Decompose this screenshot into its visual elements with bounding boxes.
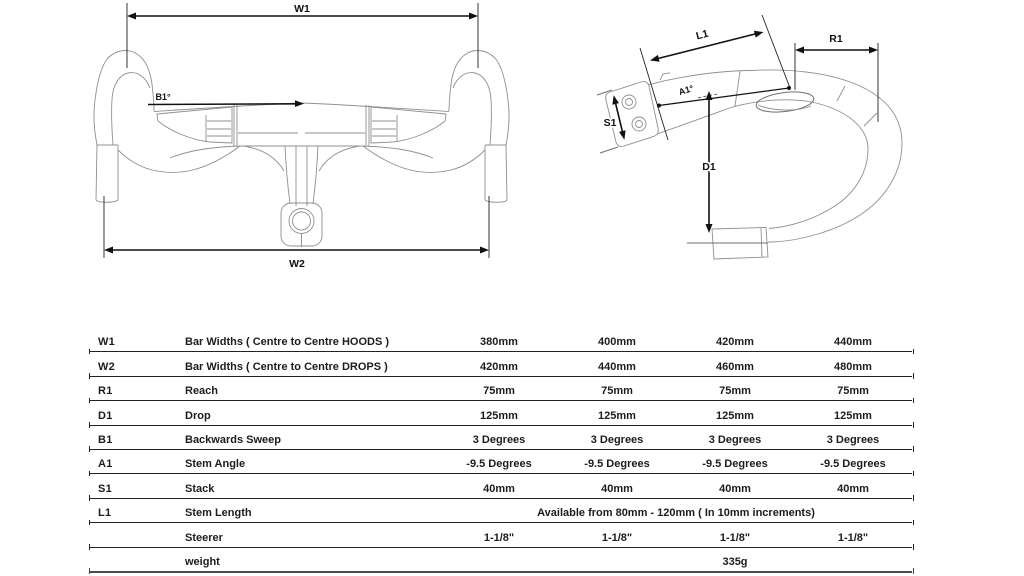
spec-row-steerer: Steerer 1-1/8" 1-1/8" 1-1/8" 1-1/8" xyxy=(89,523,914,550)
spec-value: 3 Degrees xyxy=(826,433,880,446)
spec-code: W1 xyxy=(98,336,116,349)
a1-dim-label: A1° xyxy=(677,83,695,97)
spec-value: 75mm xyxy=(719,385,751,398)
spec-table: W1 Bar Widths ( Centre to Centre HOODS )… xyxy=(89,328,914,575)
front-view-diagram: W1 B1° W2 xyxy=(93,3,510,270)
spec-value: 480mm xyxy=(834,360,872,373)
spec-row-a1: A1 Stem Angle -9.5 Degrees -9.5 Degrees … xyxy=(89,450,914,477)
spec-value: 420mm xyxy=(716,336,754,349)
spec-value: 440mm xyxy=(834,336,872,349)
stem-steerer-clamp xyxy=(280,145,323,247)
spec-label: Steerer xyxy=(185,531,223,544)
spec-row-d1: D1 Drop 125mm 125mm 125mm 125mm xyxy=(89,401,914,428)
spec-value: 460mm xyxy=(716,360,754,373)
spec-row-w2: W2 Bar Widths ( Centre to Centre DROPS )… xyxy=(89,352,914,380)
spec-row-l1: L1 Stem Length Available from 80mm - 120… xyxy=(89,499,914,526)
spec-value-span: Available from 80mm - 120mm ( In 10mm in… xyxy=(537,507,815,520)
r1-dimension: R1 xyxy=(794,33,879,122)
spec-code xyxy=(90,568,185,571)
spec-row-w1: W1 Bar Widths ( Centre to Centre HOODS )… xyxy=(89,328,914,355)
spec-value: -9.5 Degrees xyxy=(820,458,886,471)
spec-value: 40mm xyxy=(837,482,869,495)
spec-value: 3 Degrees xyxy=(708,433,762,446)
d1-dim-label: D1 xyxy=(702,161,716,173)
spec-value-empty xyxy=(794,568,912,571)
spec-value: 1-1/8" xyxy=(837,531,869,544)
technical-diagrams: W1 B1° W2 xyxy=(93,3,903,270)
spec-value: 125mm xyxy=(480,409,518,422)
b1-dimension: B1° xyxy=(147,92,304,107)
spec-value-empty xyxy=(440,568,558,571)
spec-value: -9.5 Degrees xyxy=(584,458,650,471)
spec-label: Bar Widths ( Centre to Centre DROPS ) xyxy=(185,360,388,373)
spec-row-b1: B1 Backwards Sweep 3 Degrees 3 Degrees 3… xyxy=(89,426,914,453)
spec-code: S1 xyxy=(98,482,113,495)
spec-value: 420mm xyxy=(480,360,518,373)
spec-value: 125mm xyxy=(716,409,754,422)
spec-label: Backwards Sweep xyxy=(185,433,281,446)
spec-code: L1 xyxy=(98,507,112,520)
spec-code: W2 xyxy=(98,360,116,373)
w1-dim-label: W1 xyxy=(294,3,310,15)
side-view-diagram: L1 R1 A1° xyxy=(596,14,903,260)
w2-dim-label: W2 xyxy=(289,258,305,270)
spec-value: 40mm xyxy=(719,482,751,495)
spec-code: B1 xyxy=(98,433,113,446)
spec-value: 125mm xyxy=(598,409,636,422)
l1-dimension: L1 xyxy=(639,14,791,141)
spec-value: 40mm xyxy=(601,482,633,495)
spec-value: 400mm xyxy=(598,336,636,349)
s1-dimension: S1 xyxy=(596,89,626,154)
spec-value: 440mm xyxy=(598,360,636,373)
spec-code xyxy=(90,544,185,547)
stem-side-outline xyxy=(605,70,753,147)
spec-value: 3 Degrees xyxy=(472,433,526,446)
spec-code: R1 xyxy=(98,385,113,398)
spec-value: 335g xyxy=(722,555,748,568)
spec-value: 3 Degrees xyxy=(590,433,644,446)
spec-value: 40mm xyxy=(483,482,515,495)
spec-value: -9.5 Degrees xyxy=(702,458,768,471)
spec-row-r1: R1 Reach 75mm 75mm 75mm 75mm xyxy=(89,377,914,404)
spec-label: Stack xyxy=(185,482,215,495)
spec-value: 380mm xyxy=(480,336,518,349)
spec-label: weight xyxy=(185,555,220,568)
d1-dimension: D1 xyxy=(701,91,718,233)
spec-code: D1 xyxy=(98,409,113,422)
r1-dim-label: R1 xyxy=(829,33,843,45)
spec-value: 1-1/8" xyxy=(601,531,633,544)
spec-row-weight: weight 335g xyxy=(89,548,914,575)
b1-dim-label: B1° xyxy=(155,92,171,102)
spec-label: Stem Angle xyxy=(185,458,246,471)
l1-dim-label: L1 xyxy=(695,28,710,43)
spec-row-s1: S1 Stack 40mm 40mm 40mm 40mm xyxy=(89,474,914,502)
spec-value: 1-1/8" xyxy=(719,531,751,544)
spec-label: Reach xyxy=(185,385,219,398)
spec-value: 75mm xyxy=(601,385,633,398)
spec-label: Drop xyxy=(185,409,211,422)
spec-value: 75mm xyxy=(837,385,869,398)
spec-label: Stem Length xyxy=(185,507,252,520)
spec-value: 75mm xyxy=(483,385,515,398)
spec-value-empty xyxy=(558,568,676,571)
spec-value: -9.5 Degrees xyxy=(466,458,532,471)
spec-code: A1 xyxy=(98,458,113,471)
bar-side-outline xyxy=(687,69,903,260)
s1-dim-label: S1 xyxy=(604,117,617,129)
spec-label: Bar Widths ( Centre to Centre HOODS ) xyxy=(185,336,390,349)
w2-dimension: W2 xyxy=(103,196,490,270)
spec-value: 125mm xyxy=(834,409,872,422)
spec-value: 1-1/8" xyxy=(483,531,515,544)
w1-dimension: W1 xyxy=(126,3,479,68)
